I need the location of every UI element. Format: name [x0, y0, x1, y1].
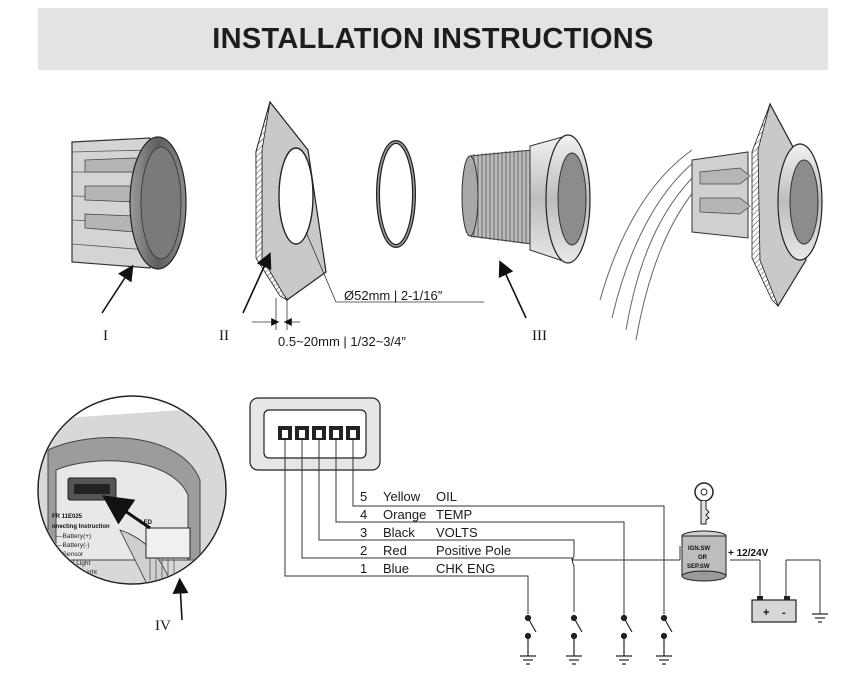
wire-3-function: VOLTS — [436, 525, 478, 540]
inset-label-4: —Battery(-) — [56, 542, 90, 549]
thickness-label: 0.5~20mm | 1/32~3/4″ — [278, 334, 406, 349]
wire-2-function: Positive Pole — [436, 543, 511, 558]
key-icon — [694, 482, 714, 525]
part-ii-panel: II Ø52mm | 2-1/16″ 0.5~20mm | 1/32~3/4″ — [219, 100, 484, 349]
wire-4-pin: 4 — [360, 507, 367, 522]
battery-ground — [812, 613, 828, 623]
page-title: INSTALLATION INSTRUCTIONS — [212, 22, 654, 55]
switch-oil — [656, 614, 673, 665]
battery-plus: + — [763, 607, 769, 619]
wire-4-function: TEMP — [436, 507, 472, 522]
connector-inset: FR 11E025 nnecting Instruction —Battery(… — [37, 395, 227, 634]
part-iv-label: IV — [155, 618, 171, 634]
part-iii-label: III — [532, 328, 547, 344]
inset-led-tag: LED — [140, 520, 153, 526]
ignition-switch: IGN.SW OR SEP.SW — [681, 530, 727, 582]
wire-legend: 5 Yellow OIL 4 Orange TEMP 3 Black VOLTS… — [360, 489, 511, 576]
part-i-nut: I — [71, 136, 187, 344]
battery-minus: - — [782, 607, 786, 619]
part-ii-label: II — [219, 328, 229, 344]
part-i-label: I — [103, 328, 108, 344]
wire-5-function: OIL — [436, 489, 457, 504]
battery-icon: + - — [751, 596, 797, 623]
switch-volts — [566, 614, 583, 665]
wire-1-function: CHK ENG — [436, 561, 495, 576]
wire-5-color: Yellow — [383, 489, 421, 504]
wire-4-color: Orange — [383, 507, 426, 522]
supply-voltage-label: + 12/24V — [728, 548, 769, 559]
wire-3-color: Black — [383, 525, 415, 540]
ignition-label-3: SEP.SW — [687, 564, 710, 570]
wire-1-pin: 1 — [360, 561, 367, 576]
switch-temp — [616, 614, 633, 665]
wire-2-color: Red — [383, 543, 407, 558]
inset-label-3: —Battery(+) — [56, 533, 91, 540]
diameter-label: Ø52mm | 2-1/16″ — [344, 288, 443, 303]
wire-5-pin: 5 — [360, 489, 367, 504]
o-ring — [376, 140, 416, 248]
connector-block — [249, 397, 381, 471]
wire-2-pin: 2 — [360, 543, 367, 558]
assembled-view — [599, 102, 823, 341]
inset-label-5: —Sensor — [56, 551, 84, 558]
wiring — [284, 440, 821, 616]
inset-label-1: FR 11E025 — [52, 514, 83, 520]
title-banner: INSTALLATION INSTRUCTIONS — [38, 8, 828, 70]
ignition-label-1: IGN.SW — [688, 546, 710, 552]
wire-1-color: Blue — [383, 561, 409, 576]
part-iii-gauge-body: III — [461, 134, 591, 344]
wire-3-pin: 3 — [360, 525, 367, 540]
inset-label-2: nnecting Instruction — [52, 524, 110, 530]
ignition-label-2: OR — [698, 555, 708, 561]
switch-chk-eng — [520, 614, 537, 665]
